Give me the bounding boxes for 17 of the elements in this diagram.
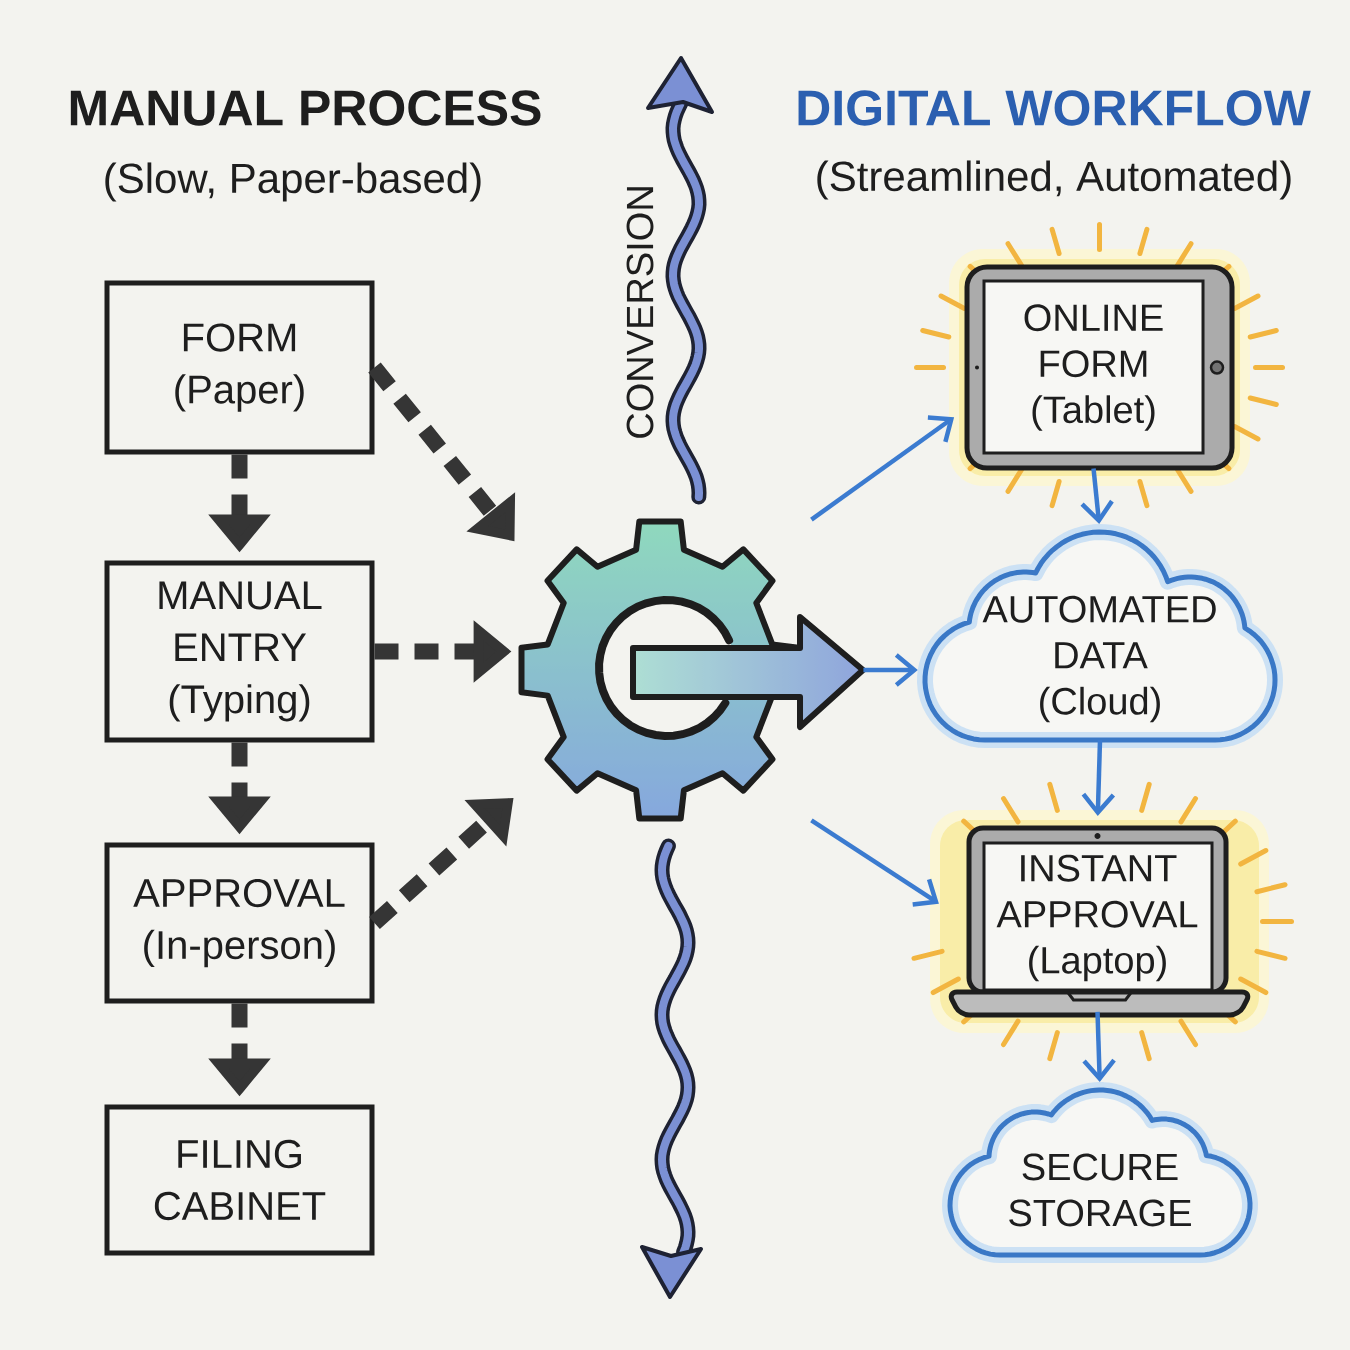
process-box: APPROVAL (In-person) (104, 842, 375, 1004)
arrow (1081, 739, 1116, 817)
vertical-label: CONVERSION (626, 187, 654, 438)
laptop: INSTANT APPROVAL (Laptop) (948, 825, 1251, 1018)
process-box: FORM (Paper) (104, 280, 375, 455)
column-subtitle: (Slow, Paper-based) (105, 162, 481, 202)
tablet: ONLINE FORM (Tablet) (964, 264, 1235, 471)
arrow (810, 818, 939, 907)
arrow (810, 415, 955, 522)
process-box: MANUAL ENTRY (Typing) (104, 560, 375, 743)
cloud: AUTOMATED DATA (Cloud) (917, 524, 1283, 748)
column-title: DIGITAL WORKFLOW (798, 90, 1311, 126)
arrow (1082, 1011, 1116, 1082)
column-title: MANUAL PROCESS (70, 90, 541, 126)
column-subtitle: (Streamlined, Automated) (817, 160, 1291, 200)
process-box: FILING CABINET (104, 1104, 375, 1256)
cloud: SECURE STORAGE (942, 1082, 1258, 1263)
